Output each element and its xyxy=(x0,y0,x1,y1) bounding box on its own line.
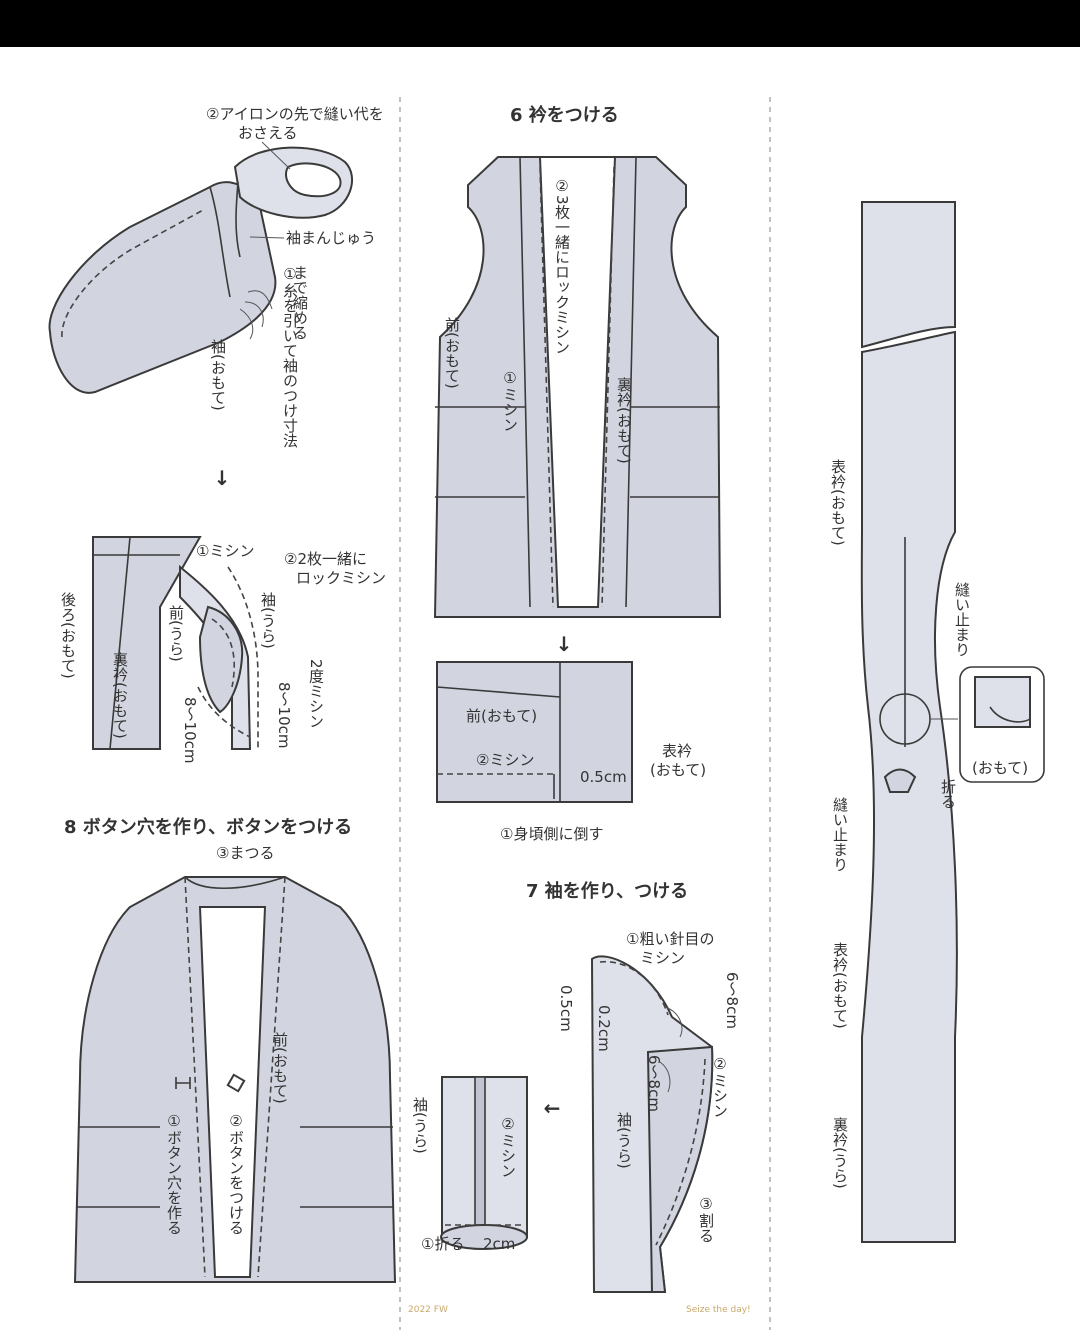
label-detail-front: 前(おもて) xyxy=(466,707,537,725)
collar-strip-illustration xyxy=(862,202,958,1242)
label-make-buttonhole: ①ボタン穴を作る xyxy=(165,1112,183,1235)
label-sew-button: ②ボタンをつける xyxy=(227,1112,245,1235)
label-basting-1: ①粗い針目の xyxy=(626,930,714,948)
label-vest-front: 前(おもて) xyxy=(443,317,461,389)
vest-collar-illustration xyxy=(435,157,720,617)
label-front-wrong: 前(うら) xyxy=(167,605,185,662)
arrow-left-icon: ← xyxy=(544,1096,561,1120)
label-sleeve-wrong-side: 袖(うら) xyxy=(615,1112,633,1169)
label-coat-front: 前(おもて) xyxy=(271,1032,289,1104)
instruction-diagram: ②アイロンの先で縫い代を おさえる 袖まんじゅう ①糸を引いて袖のつけ寸法 まで… xyxy=(0,47,1080,1330)
label-sleeve-wrong: 袖(うら) xyxy=(259,592,277,649)
top-black-bar xyxy=(0,0,1080,47)
footer-right: Seize the day! xyxy=(686,1305,751,1315)
step8-title: 8 ボタン穴を作り、ボタンをつける xyxy=(64,816,352,838)
label-hem-fold: ①折る xyxy=(421,1235,464,1253)
label-armhole-stitch: ①ミシン xyxy=(196,542,254,560)
label-press-open: ③割る xyxy=(697,1195,715,1243)
label-stitch-stop-top: 縫い止まり xyxy=(953,582,971,657)
label-gather-thread-2: まで縮める xyxy=(291,265,309,340)
label-hem-sleeve: 袖(うら) xyxy=(411,1097,429,1154)
label-iron-tip-2: おさえる xyxy=(238,124,298,142)
label-hem-width: 2cm xyxy=(483,1235,515,1253)
label-under-collar: 裏衿(おもて) xyxy=(615,376,633,464)
label-blindstitch: ③まつる xyxy=(216,844,274,862)
label-detail-allowance: 0.5cm xyxy=(580,768,627,786)
label-stitch-stop-bottom: 縫い止まり xyxy=(831,797,849,872)
label-outer-collar-2: (おもて) xyxy=(650,761,706,779)
label-span-lower: 6〜8cm xyxy=(645,1055,663,1112)
label-outer-collar-bottom: 表衿(おもて) xyxy=(831,942,849,1029)
step6-title: 6 衿をつける xyxy=(510,104,619,126)
label-fold: 折る xyxy=(939,779,957,809)
label-sleeve-ham: 袖まんじゅう xyxy=(286,229,376,247)
arrow-down-icon: ↓ xyxy=(214,466,231,490)
step7-title: 7 袖を作り、つける xyxy=(526,880,688,902)
label-hem-stitch: ②ミシン xyxy=(499,1115,517,1178)
label-zoom-right-side: (おもて) xyxy=(972,759,1028,777)
label-collar-stitch: ①ミシン xyxy=(501,369,519,432)
label-detail-stitch: ②ミシン xyxy=(476,751,534,769)
label-length-1: 8〜10cm xyxy=(181,697,199,764)
label-overlock-three: ②3枚一緒にロックミシン xyxy=(553,177,571,355)
label-allowance-05: 0.5cm xyxy=(557,985,575,1032)
label-allowance-02: 0.2cm xyxy=(595,1005,613,1052)
label-back: 後ろ(おもて) xyxy=(59,592,77,679)
label-iron-tip-1: ②アイロンの先で縫い代を xyxy=(206,105,384,123)
label-sleeve-stitch: ②ミシン xyxy=(711,1055,729,1118)
label-outer-collar-top: 表衿(おもて) xyxy=(829,459,847,546)
label-overlock-two-2: ロックミシン xyxy=(296,569,386,587)
label-fold-toward-body: ①身頃側に倒す xyxy=(500,825,603,843)
label-sleeve-right-side: 袖(おもて) xyxy=(209,339,227,411)
label-length-2: 8〜10cm xyxy=(275,682,293,749)
footer-left: 2022 FW xyxy=(408,1305,448,1315)
arrow-down-icon: ↓ xyxy=(556,632,573,656)
label-span-upper: 6〜8cm xyxy=(723,972,741,1029)
label-basting-2: ミシン xyxy=(640,949,685,967)
sewing-instructions-page: ②アイロンの先で縫い代を おさえる 袖まんじゅう ①糸を引いて袖のつけ寸法 まで… xyxy=(0,47,1080,1330)
label-outer-collar-1: 表衿 xyxy=(662,742,692,760)
label-facing-right: 裏衿(おもて) xyxy=(111,651,129,739)
label-double-stitch: 2度ミシン xyxy=(307,659,325,729)
label-under-collar-wrong: 裏衿(うら) xyxy=(831,1116,849,1189)
label-overlock-two-1: ②2枚一緒に xyxy=(284,550,367,568)
